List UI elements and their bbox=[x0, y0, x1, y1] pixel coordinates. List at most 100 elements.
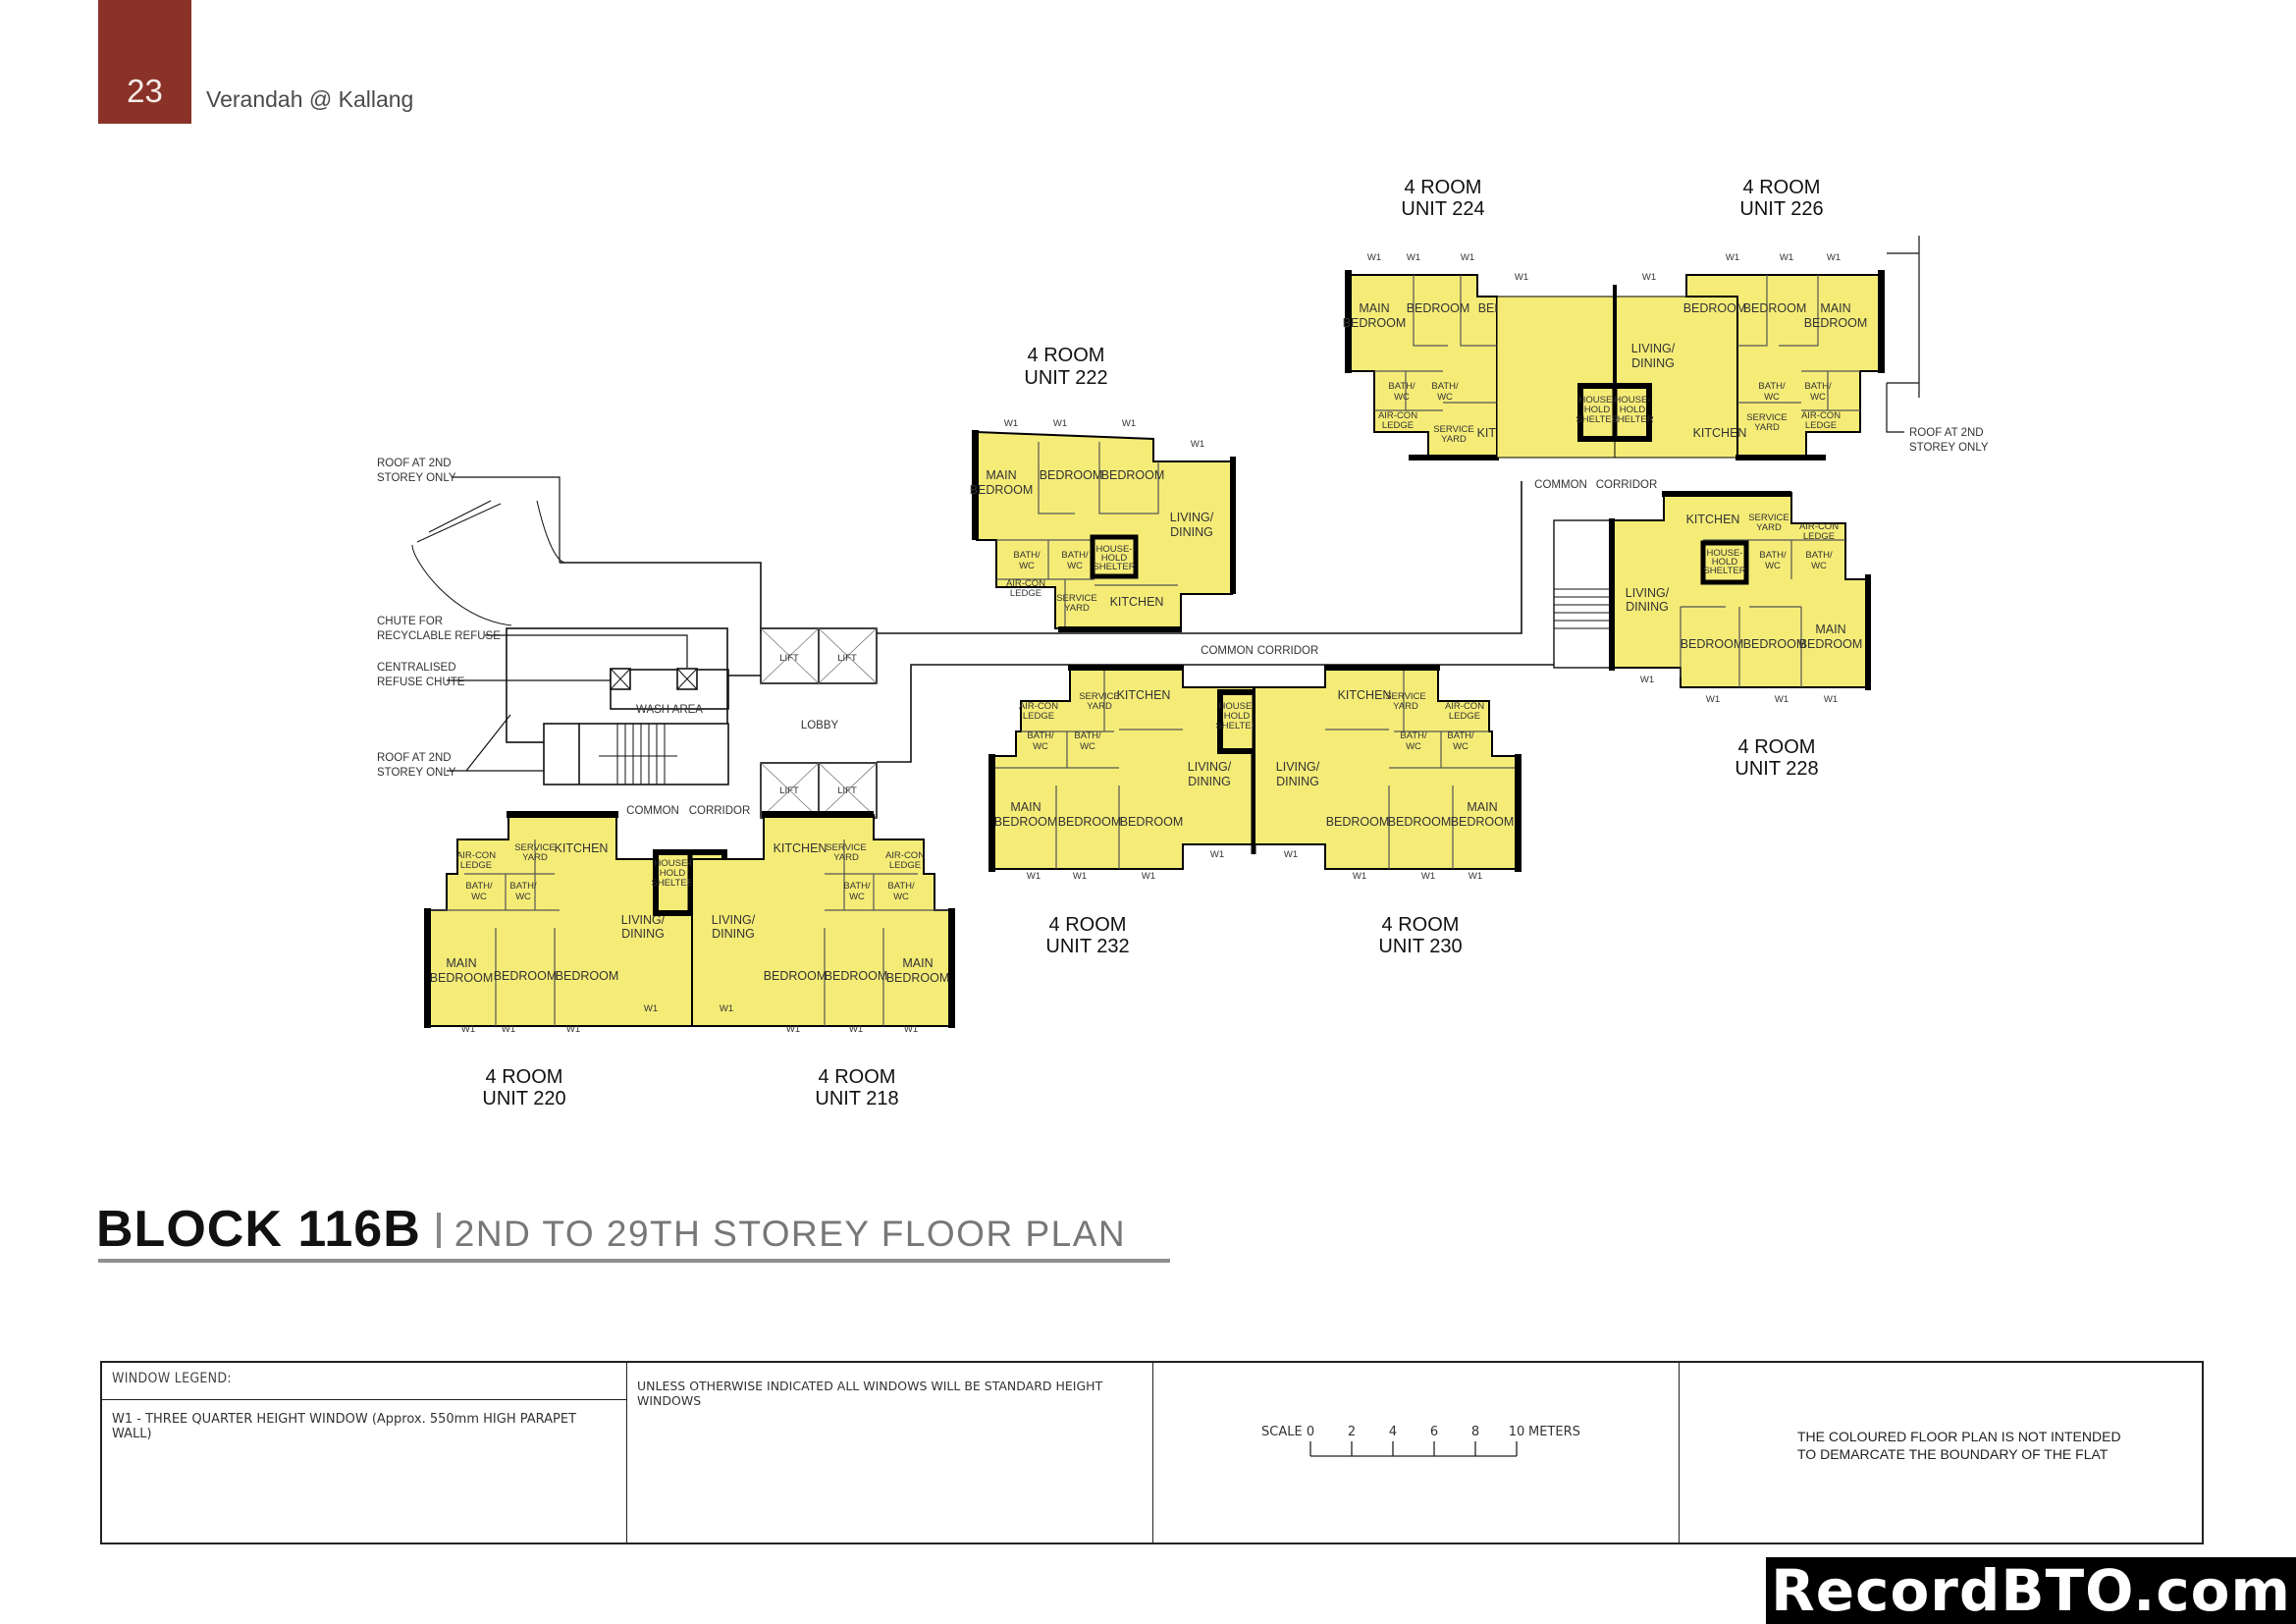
room-label: WC bbox=[1764, 392, 1780, 403]
room-label: LEDGE bbox=[1010, 588, 1041, 599]
unit-222-number: UNIT 222 bbox=[1024, 367, 1107, 389]
unit-222-type: 4 ROOM bbox=[1028, 345, 1105, 366]
room-label: W1 bbox=[1726, 252, 1739, 263]
common-label: COMMON bbox=[1201, 645, 1254, 657]
room-label: BATH/ bbox=[1447, 731, 1474, 741]
storey-range: 2ND TO 29TH STOREY FLOOR PLAN bbox=[454, 1214, 1127, 1254]
unit-224-type: 4 ROOM bbox=[1405, 177, 1482, 198]
legend-table: WINDOW LEGEND: W1 - THREE QUARTER HEIGHT… bbox=[100, 1361, 2204, 1544]
room-label: WC bbox=[471, 892, 487, 902]
room-label: W1 bbox=[1053, 418, 1067, 429]
room-label: W1 bbox=[904, 1024, 918, 1035]
room-label: MAIN bbox=[902, 956, 933, 970]
room-label: BEDROOM bbox=[1040, 468, 1103, 482]
room-label: BEDROOM bbox=[1804, 316, 1868, 330]
room-label: BATH/ bbox=[1805, 550, 1833, 561]
room-label: AIR-CON bbox=[1006, 578, 1045, 589]
room-label: YARD bbox=[522, 852, 548, 863]
room-label: WC bbox=[1810, 392, 1826, 403]
annotations-left: ROOF AT 2ND STOREY ONLY CHUTE FOR RECYCL… bbox=[377, 458, 688, 779]
room-label: AIR-CON bbox=[456, 850, 496, 861]
room-label: MAIN bbox=[1359, 301, 1389, 315]
unit-220-type: 4 ROOM bbox=[486, 1066, 563, 1088]
room-label: MAIN bbox=[1820, 301, 1850, 315]
room-label: BEDROOM bbox=[825, 969, 888, 983]
room-label: WC bbox=[1453, 741, 1468, 752]
room-label: HOUSE- bbox=[1615, 395, 1651, 406]
room-label: MAIN bbox=[986, 468, 1016, 482]
room-label: BATH/ bbox=[1759, 550, 1787, 561]
room-label: W1 bbox=[566, 1024, 580, 1035]
unit-226-type: 4 ROOM bbox=[1743, 177, 1821, 198]
watermark: RecordBTO.com bbox=[1766, 1557, 2296, 1624]
room-label: DINING bbox=[1188, 775, 1231, 788]
page-number: 23 bbox=[127, 73, 163, 109]
room-label: MAIN bbox=[1467, 800, 1497, 814]
room-label: DINING bbox=[1170, 525, 1213, 539]
room-label: LEDGE bbox=[1449, 711, 1480, 722]
roof-note: STOREY ONLY bbox=[1909, 442, 1989, 454]
wash-area-label: WASH AREA bbox=[636, 704, 703, 716]
scale-tick: 4 bbox=[1389, 1425, 1397, 1439]
unit-224-number: UNIT 224 bbox=[1401, 198, 1484, 220]
room-label: W1 bbox=[849, 1024, 863, 1035]
unit-230-number: UNIT 230 bbox=[1378, 936, 1462, 957]
room-label: W1 bbox=[461, 1024, 475, 1035]
standard-window-note: UNLESS OTHERWISE INDICATED ALL WINDOWS W… bbox=[637, 1379, 1103, 1408]
room-label: W1 bbox=[1353, 871, 1366, 882]
room-label: HOLD bbox=[660, 868, 686, 879]
room-label: WC bbox=[1067, 561, 1083, 571]
common-label: COMMON bbox=[1534, 479, 1587, 491]
room-label: WC bbox=[1406, 741, 1421, 752]
room-label: KITCHEN bbox=[1693, 426, 1747, 440]
project-name: Verandah @ Kallang bbox=[206, 86, 414, 112]
room-label: YARD bbox=[833, 852, 859, 863]
corridor-label: CORRIDOR bbox=[1257, 645, 1319, 657]
chute-note: CHUTE FOR bbox=[377, 616, 443, 627]
room-label: LEDGE bbox=[1023, 711, 1054, 722]
disclaimer-cell: THE COLOURED FLOOR PLAN IS NOT INTENDED … bbox=[1680, 1363, 2202, 1543]
room-label: W1 bbox=[1824, 694, 1838, 705]
disclaimer-line-2: TO DEMARCATE THE BOUNDARY OF THE FLAT bbox=[1797, 1446, 2109, 1462]
room-label: BEDROOM bbox=[1743, 301, 1807, 315]
room-label: BATH/ bbox=[509, 881, 537, 892]
room-label: AIR-CON bbox=[1378, 410, 1417, 421]
room-label: WC bbox=[893, 892, 909, 902]
room-label: BEDROOM bbox=[994, 815, 1058, 829]
room-label: AIR-CON bbox=[1799, 521, 1839, 532]
lobby-label: LOBBY bbox=[801, 720, 839, 731]
room-label: SERVICE bbox=[1433, 424, 1474, 435]
room-label: DINING bbox=[712, 927, 755, 941]
unit-232-type: 4 ROOM bbox=[1049, 914, 1127, 936]
room-label: WC bbox=[515, 892, 531, 902]
lift-label: LIFT bbox=[779, 653, 799, 664]
room-label: BATH/ bbox=[887, 881, 915, 892]
room-label: SHELTER bbox=[651, 878, 693, 889]
room-label: WC bbox=[1080, 741, 1095, 752]
common-label: COMMON bbox=[626, 805, 679, 817]
room-label: W1 bbox=[1027, 871, 1041, 882]
room-label: WC bbox=[1019, 561, 1035, 571]
room-label: BEDROOM bbox=[556, 969, 619, 983]
room-label: W1 bbox=[1515, 272, 1528, 283]
room-label: SHELTER bbox=[1215, 721, 1257, 731]
room-label: BATH/ bbox=[843, 881, 871, 892]
title-separator bbox=[436, 1213, 441, 1248]
room-label: W1 bbox=[1775, 694, 1789, 705]
room-label: LIVING/ bbox=[712, 913, 756, 927]
room-label: HOUSE- bbox=[655, 858, 691, 869]
room-label: AIR-CON bbox=[1801, 410, 1841, 421]
room-label: LEDGE bbox=[889, 860, 921, 871]
scale-bar: SCALE 0 2 4 6 8 10 METERS bbox=[1261, 1422, 1585, 1466]
room-label: BEDROOM bbox=[1120, 815, 1184, 829]
scale-tick: 2 bbox=[1348, 1425, 1356, 1439]
core-labels: LOBBY WASH AREA LIFT LIFT LIFT LIFT COMM… bbox=[626, 479, 1657, 817]
room-label: SERVICE bbox=[1385, 691, 1426, 702]
room-label: BEDROOM bbox=[1743, 637, 1807, 651]
room-label: W1 bbox=[1461, 252, 1474, 263]
unit-218-type: 4 ROOM bbox=[819, 1066, 896, 1088]
room-label: W1 bbox=[644, 1003, 658, 1014]
